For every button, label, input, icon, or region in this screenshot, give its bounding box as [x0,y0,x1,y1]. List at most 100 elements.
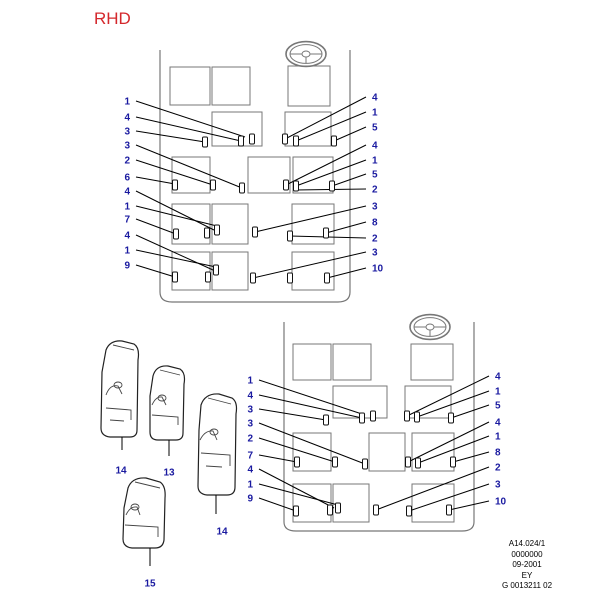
lower-row4-seat-center [332,483,370,523]
upper-left-leader-6 [135,176,176,185]
steering-wheel-icon [285,40,327,68]
upper-right-callout-12: 10 [372,264,384,275]
reference-line-2: 0000000 [511,549,543,559]
upper-right-callout-2: 1 [372,108,378,119]
upper-left-leader-9 [135,218,177,235]
lower-left-callout-3: 3 [247,405,253,416]
upper-switch-1 [202,136,208,148]
front-seat-left-b [211,66,251,106]
lower-row2-seat-right [404,385,452,419]
lower-front-seat-left-b [332,343,372,381]
lower-right-leader-8 [408,483,490,512]
upper-switch-7 [172,179,178,191]
upper-switch-17 [287,230,293,242]
upper-left-leader-7 [135,190,215,231]
switch-callout-2: 13 [163,468,175,479]
upper-right-leader-2 [295,111,367,142]
lower-left-leader-9 [258,497,297,512]
lower-left-leader-4 [258,422,366,465]
row5-seat-right [291,251,335,291]
reference-line-5: G 0013211 02 [501,581,553,590]
lower-switch-12 [450,456,456,468]
lower-left-callout-4: 3 [247,419,253,430]
lower-row3-seat-left [292,432,332,472]
lower-left-leader-8 [258,483,339,506]
upper-left-leader-8 [135,205,218,227]
steering-wheel-icon [409,313,451,341]
lower-right-leader-7 [375,466,490,511]
upper-left-leader-12 [135,264,176,278]
lower-switch-5 [414,411,420,423]
upper-left-callout-11: 1 [124,246,130,257]
switch-housing-14-right [197,393,238,496]
lower-switch-8 [332,456,338,468]
upper-right-leader-1 [284,96,367,140]
lower-switch-9 [362,458,368,470]
upper-left-callout-6: 6 [124,173,130,184]
lower-right-callout-4: 4 [495,418,501,429]
lower-left-callout-9: 9 [247,494,253,505]
lower-right-callout-8: 3 [495,480,501,491]
lower-left-leader-3 [258,408,327,421]
lower-right-leader-6 [452,451,490,463]
lower-switch-2 [359,412,365,424]
front-seat-right [287,65,331,107]
upper-switch-24 [324,272,330,284]
upper-right-callout-10: 2 [372,234,378,245]
upper-switch-2 [238,135,244,147]
upper-switch-14 [204,227,210,239]
lower-right-callout-6: 8 [495,448,501,459]
lower-switch-4 [404,410,410,422]
upper-switch-6 [331,135,337,147]
lower-left-callout-5: 2 [247,434,253,445]
lower-left-callout-2: 4 [247,391,253,402]
upper-right-callout-8: 3 [372,202,378,213]
lower-left-leader-6 [258,454,298,463]
lower-right-leader-3 [450,404,490,419]
row2-seat-center [211,111,263,147]
upper-left-leader-11 [135,249,217,268]
upper-switch-12 [329,180,335,192]
upper-switch-10 [283,179,289,191]
vehicle-floor-outline [159,50,351,303]
row5-seat-center [211,251,249,291]
lower-right-callout-3: 5 [495,401,501,412]
switch-housing-13 [149,365,186,441]
lower-front-seat-right [410,343,454,381]
lower-switch-18 [446,504,452,516]
lower-row3-seat-right [411,432,455,472]
lower-right-callout-9: 10 [495,497,507,508]
lower-switch-1 [323,414,329,426]
upper-right-leader-6 [331,173,367,187]
row2-seat-right [284,111,332,147]
upper-right-callout-5: 1 [372,156,378,167]
lower-right-callout-2: 1 [495,387,501,398]
lower-right-callout-5: 1 [495,432,501,443]
lower-switch-17 [406,505,412,517]
lower-right-leader-9 [448,500,490,511]
lower-right-leader-5 [417,435,490,464]
lower-right-callout-1: 4 [495,372,501,383]
upper-left-callout-12: 9 [124,261,130,272]
row3-seat-right [292,156,334,194]
upper-right-leader-12 [326,267,367,279]
lower-switch-10 [405,456,411,468]
upper-left-leader-4 [135,144,243,189]
lower-left-callout-7: 4 [247,465,253,476]
switch-callout-3: 14 [216,527,228,538]
lower-right-leader-1 [406,375,490,417]
upper-right-leader-8 [254,205,367,233]
upper-switch-11 [293,180,299,192]
upper-right-callout-11: 3 [372,248,378,259]
lower-left-leader-2 [258,394,363,419]
upper-right-leader-4 [285,144,367,186]
upper-switch-5 [293,135,299,147]
vehicle-floor-outline-lower [283,322,475,532]
upper-left-callout-5: 2 [124,156,130,167]
upper-left-callout-8: 1 [124,202,130,213]
row4-seat-right [291,203,335,245]
upper-switch-23 [287,272,293,284]
upper-switch-21 [213,264,219,276]
upper-right-callout-7: 2 [372,185,378,196]
